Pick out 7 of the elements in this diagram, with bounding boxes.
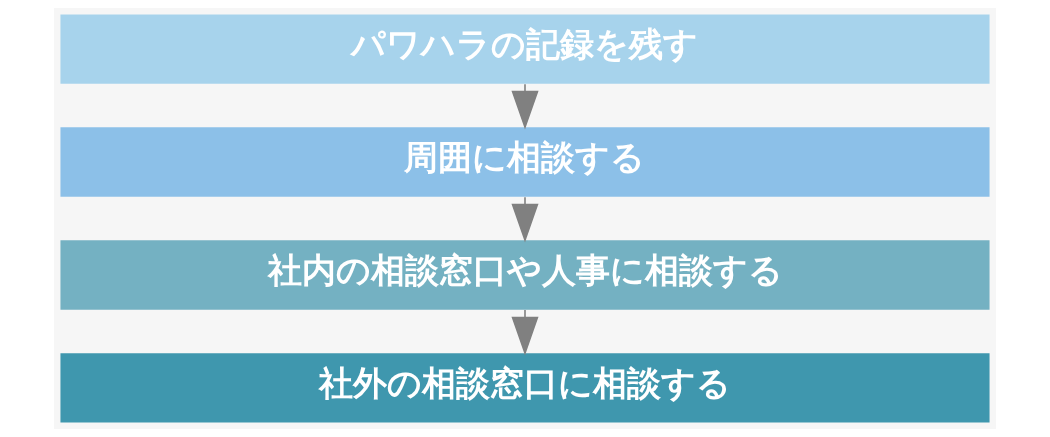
arrow — [511, 309, 539, 356]
node-box: 社外の相談窓口に相談する — [60, 353, 990, 423]
arrow — [511, 83, 539, 130]
node-box: パワハラの記録を残す — [60, 14, 990, 84]
node-box: 社内の相談窓口や人事に相談する — [60, 240, 990, 310]
node-box: 周囲に相談する — [60, 127, 990, 197]
arrow — [511, 196, 539, 243]
